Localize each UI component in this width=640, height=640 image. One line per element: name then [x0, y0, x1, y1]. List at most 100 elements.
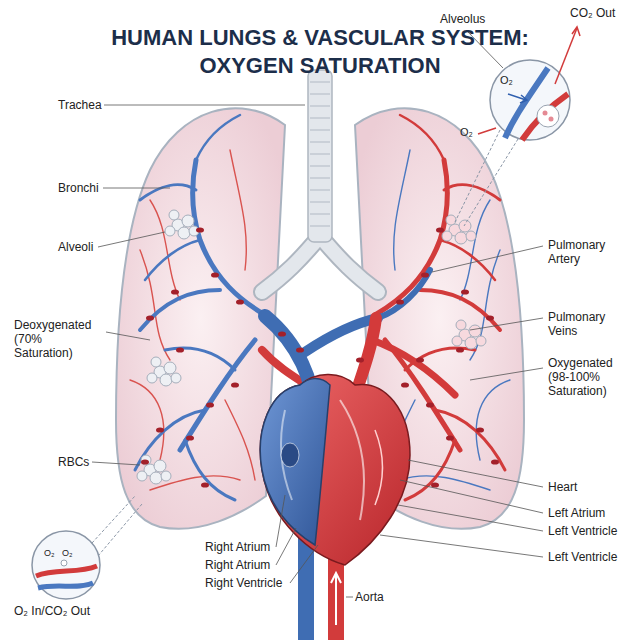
- part-label: Right Atrium: [205, 540, 270, 554]
- leader-lines-part: [398, 505, 543, 531]
- leader-lines-part: [106, 332, 150, 340]
- capillary-callout: [32, 496, 142, 599]
- leader-lines-part: [98, 232, 165, 247]
- alveolus-callout-part: [543, 111, 548, 116]
- alveolus-callout-part: [464, 139, 518, 226]
- trachea-bronchi-part: [308, 70, 332, 242]
- red-blood-cells-part: [186, 435, 194, 440]
- alveolus-callout-part: [537, 105, 559, 127]
- trachea-bronchi-part: [262, 236, 320, 292]
- red-blood-cells-part: [176, 347, 184, 352]
- capillary-callout-part: [98, 504, 142, 556]
- part-label: Bronchi: [58, 181, 99, 195]
- alveolus-callout: [455, 27, 580, 226]
- heart-part: [281, 443, 299, 467]
- part-label: O₂ In/CO₂ Out: [14, 604, 90, 618]
- capillary-callout-part: [38, 583, 93, 588]
- part-label: Oxygenated (98-100% Saturation): [548, 356, 626, 398]
- capillary-callout-part: [32, 531, 100, 599]
- part-label: Left Atrium: [548, 506, 605, 520]
- part-label: Pulmonary Artery: [548, 238, 620, 266]
- leader-lines-part: [276, 528, 296, 565]
- red-blood-cells-part: [401, 382, 409, 387]
- trachea-bronchi-part: [310, 82, 330, 226]
- trachea-bronchi-part-part: [310, 201, 330, 203]
- red-blood-cells-part: [146, 315, 154, 320]
- trachea-bronchi-part: [262, 236, 320, 292]
- part-label: CO₂ Out: [570, 6, 615, 20]
- red-blood-cells-part: [211, 272, 219, 277]
- trachea-bronchi-part-part: [310, 213, 330, 215]
- heart-part: [331, 573, 341, 583]
- red-blood-cells-part: [206, 402, 214, 407]
- red-blood-cells-part: [456, 347, 464, 352]
- alveolus-callout-part: [572, 27, 580, 36]
- great-vessels-part: [378, 270, 430, 318]
- alveolus-callout-part: [478, 128, 496, 134]
- alveolus-callout-part: [555, 28, 577, 84]
- red-blood-cells-part: [431, 482, 439, 487]
- trachea-bronchi-part-part: [310, 177, 330, 179]
- trachea-bronchi-part-part: [310, 129, 330, 131]
- trachea-bronchi-part-part: [310, 141, 330, 143]
- alveolus-callout-part: [455, 130, 500, 222]
- vessel-trees-part: [135, 115, 265, 500]
- part-label: Left Ventricle: [548, 524, 617, 538]
- heart-part: [335, 575, 337, 625]
- red-blood-cells-part: [476, 427, 484, 432]
- red-blood-cells-part: [296, 347, 304, 352]
- leader-lines-part: [276, 495, 285, 547]
- leader-lines-part: [400, 480, 543, 513]
- heart-part: [375, 430, 383, 505]
- red-blood-cells-part: [141, 459, 149, 464]
- trachea-bronchi-part: [320, 236, 378, 292]
- red-blood-cells-part: [491, 459, 499, 464]
- part-label: Left Ventricle: [548, 550, 617, 564]
- red-blood-cells-part: [461, 289, 469, 294]
- part-label: Alveolus: [440, 12, 485, 26]
- trachea-bronchi-part-part: [310, 189, 330, 191]
- red-blood-cells-part: [396, 299, 404, 304]
- heart-part: [340, 400, 364, 520]
- red-blood-cells-part: [421, 272, 429, 277]
- trachea-bronchi-part-part: [310, 165, 330, 167]
- heart: [260, 374, 410, 640]
- heart-part: [260, 374, 410, 565]
- red-blood-cells-part: [156, 427, 164, 432]
- alveoli-clusters-part: [442, 215, 476, 244]
- trachea-bronchi-part-part: [310, 93, 330, 95]
- part-label: Trachea: [58, 98, 102, 112]
- leader-lines-part: [346, 597, 353, 598]
- red-blood-cells-part: [278, 331, 286, 336]
- part-label: Right Ventricle: [205, 576, 282, 590]
- title-heading: HUMAN LUNGS & VASCULAR SYSTEM: OXYGEN SA…: [70, 24, 570, 80]
- part-label: Alveoli: [58, 240, 93, 254]
- alveolus-callout-part: [520, 95, 527, 103]
- part-label: O₂: [62, 548, 73, 559]
- part-label: Aorta: [355, 590, 384, 604]
- red-blood-cells-part: [231, 382, 239, 387]
- capillary-callout-part: [36, 566, 97, 576]
- part-label: O₂: [460, 126, 473, 139]
- part-label: O₂: [44, 548, 55, 559]
- capillary-callout-part: [61, 560, 67, 566]
- alveolus-callout-part: [549, 117, 554, 122]
- heart-part: [260, 379, 330, 545]
- trachea-bronchi: [262, 70, 378, 292]
- red-blood-cells-part: [416, 357, 424, 362]
- alveolus-callout-part: [522, 94, 568, 140]
- red-blood-cells-part: [356, 357, 364, 362]
- leader-lines-part: [290, 545, 318, 583]
- great-vessels-part: [372, 340, 455, 395]
- alveoli-clusters-part: [165, 210, 199, 239]
- leader-lines-part: [103, 188, 170, 189]
- leader-lines: [92, 105, 543, 597]
- alveolus-callout-part: [490, 60, 570, 140]
- trachea-bronchi-part-part: [310, 117, 330, 119]
- red-blood-cells-part: [171, 289, 179, 294]
- part-label: Pulmonary Veins: [548, 310, 620, 338]
- trachea-bronchi-part: [320, 236, 378, 292]
- alveoli-clusters-part: [137, 455, 171, 484]
